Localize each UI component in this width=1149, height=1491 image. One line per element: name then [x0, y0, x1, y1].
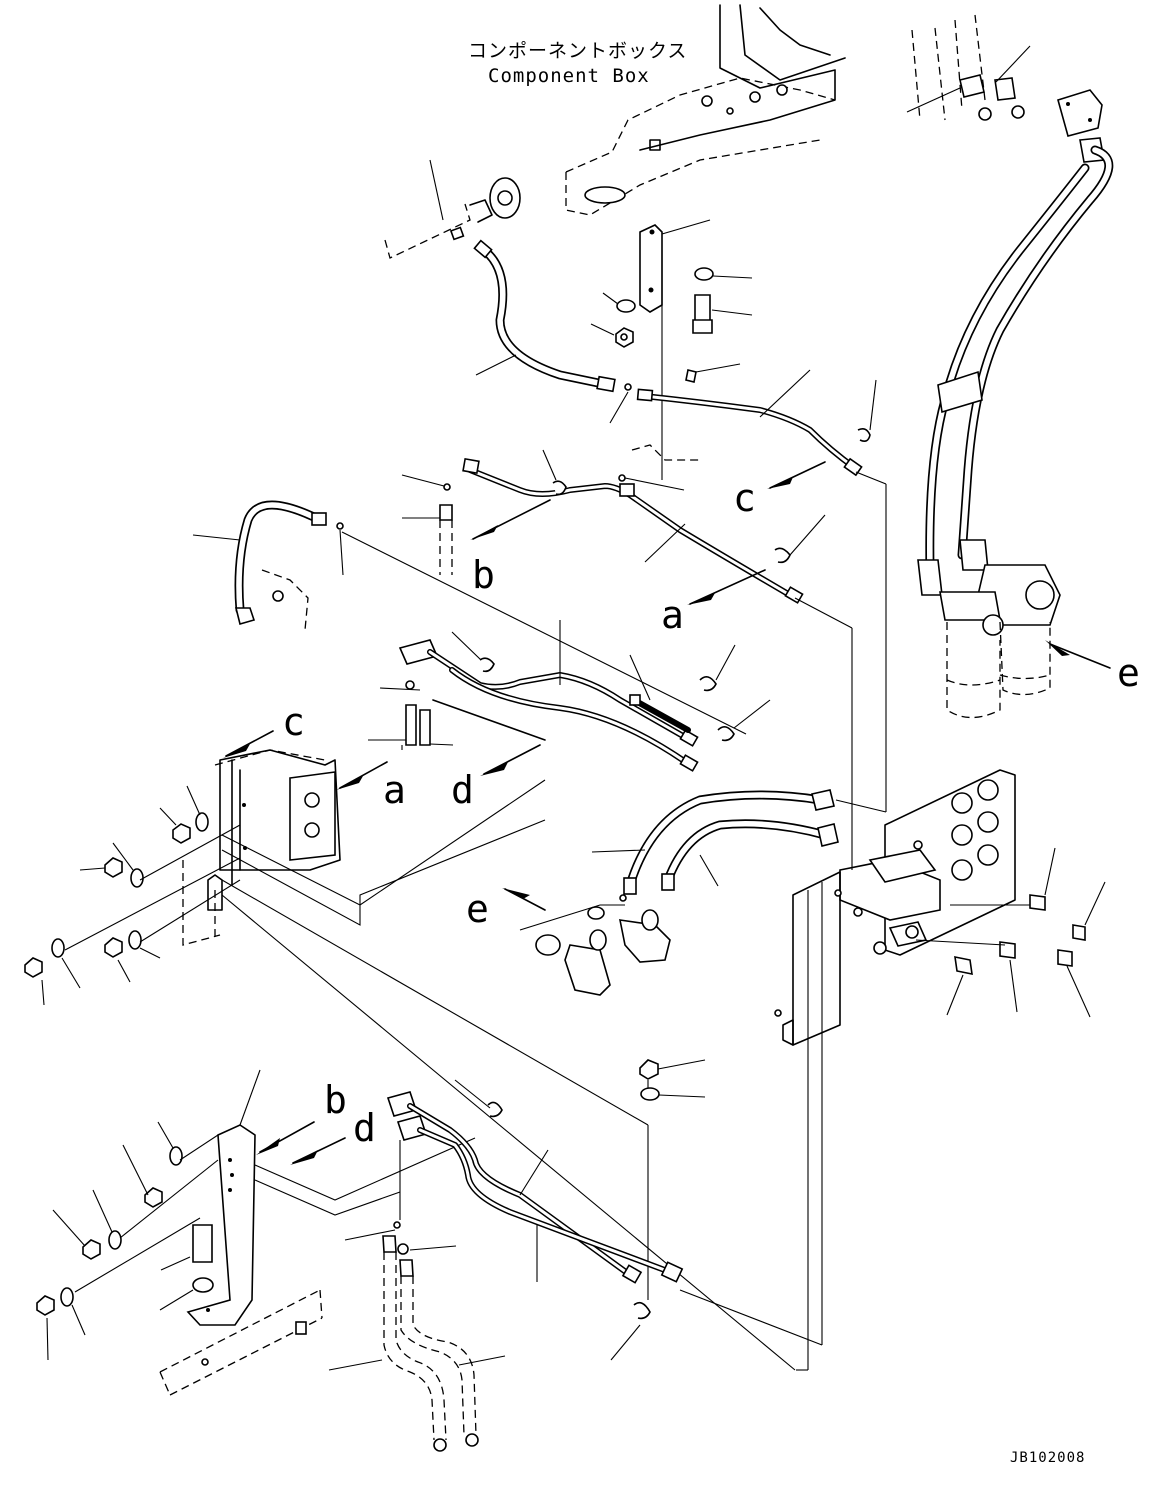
view-letter-d-left: d — [451, 768, 474, 812]
view-letter-e-mid: e — [466, 887, 489, 931]
drawing-code: JB102008 — [1010, 1450, 1085, 1466]
bracket-upper — [590, 219, 753, 480]
left-plate-assembly — [24, 730, 546, 1006]
view-letter-c-left: c — [282, 700, 305, 744]
view-letter-e-right: e — [1117, 651, 1140, 695]
hose-left-loop — [192, 500, 747, 735]
view-letter-b-upper: b — [472, 553, 495, 597]
tube-d — [368, 620, 771, 776]
view-letter-b-lower: b — [324, 1078, 347, 1122]
component-box-label-en: Component Box — [488, 65, 650, 87]
lower-nut-washer — [639, 1059, 706, 1101]
view-letter-a-left: a — [383, 768, 406, 812]
component-box-label-jp: コンポーネントボックス — [468, 40, 687, 62]
view-letter-c-upper: c — [733, 476, 756, 520]
guide-lines — [221, 812, 853, 1371]
connector-plate — [774, 769, 1106, 1046]
tube-c — [618, 363, 887, 812]
view-letter-d-lower: d — [353, 1106, 376, 1150]
tube-ab — [401, 449, 853, 812]
filter-assembly — [906, 14, 1114, 719]
view-letter-a-upper: a — [661, 593, 684, 637]
flange-pipe — [384, 159, 521, 259]
hose-1 — [473, 239, 632, 424]
component-box-frame — [565, 4, 846, 216]
lower-bracket-assembly — [36, 1069, 476, 1396]
lower-bent-hoses — [328, 1221, 506, 1452]
center-hose-pair — [502, 789, 887, 996]
lower-tubes — [386, 1079, 684, 1361]
